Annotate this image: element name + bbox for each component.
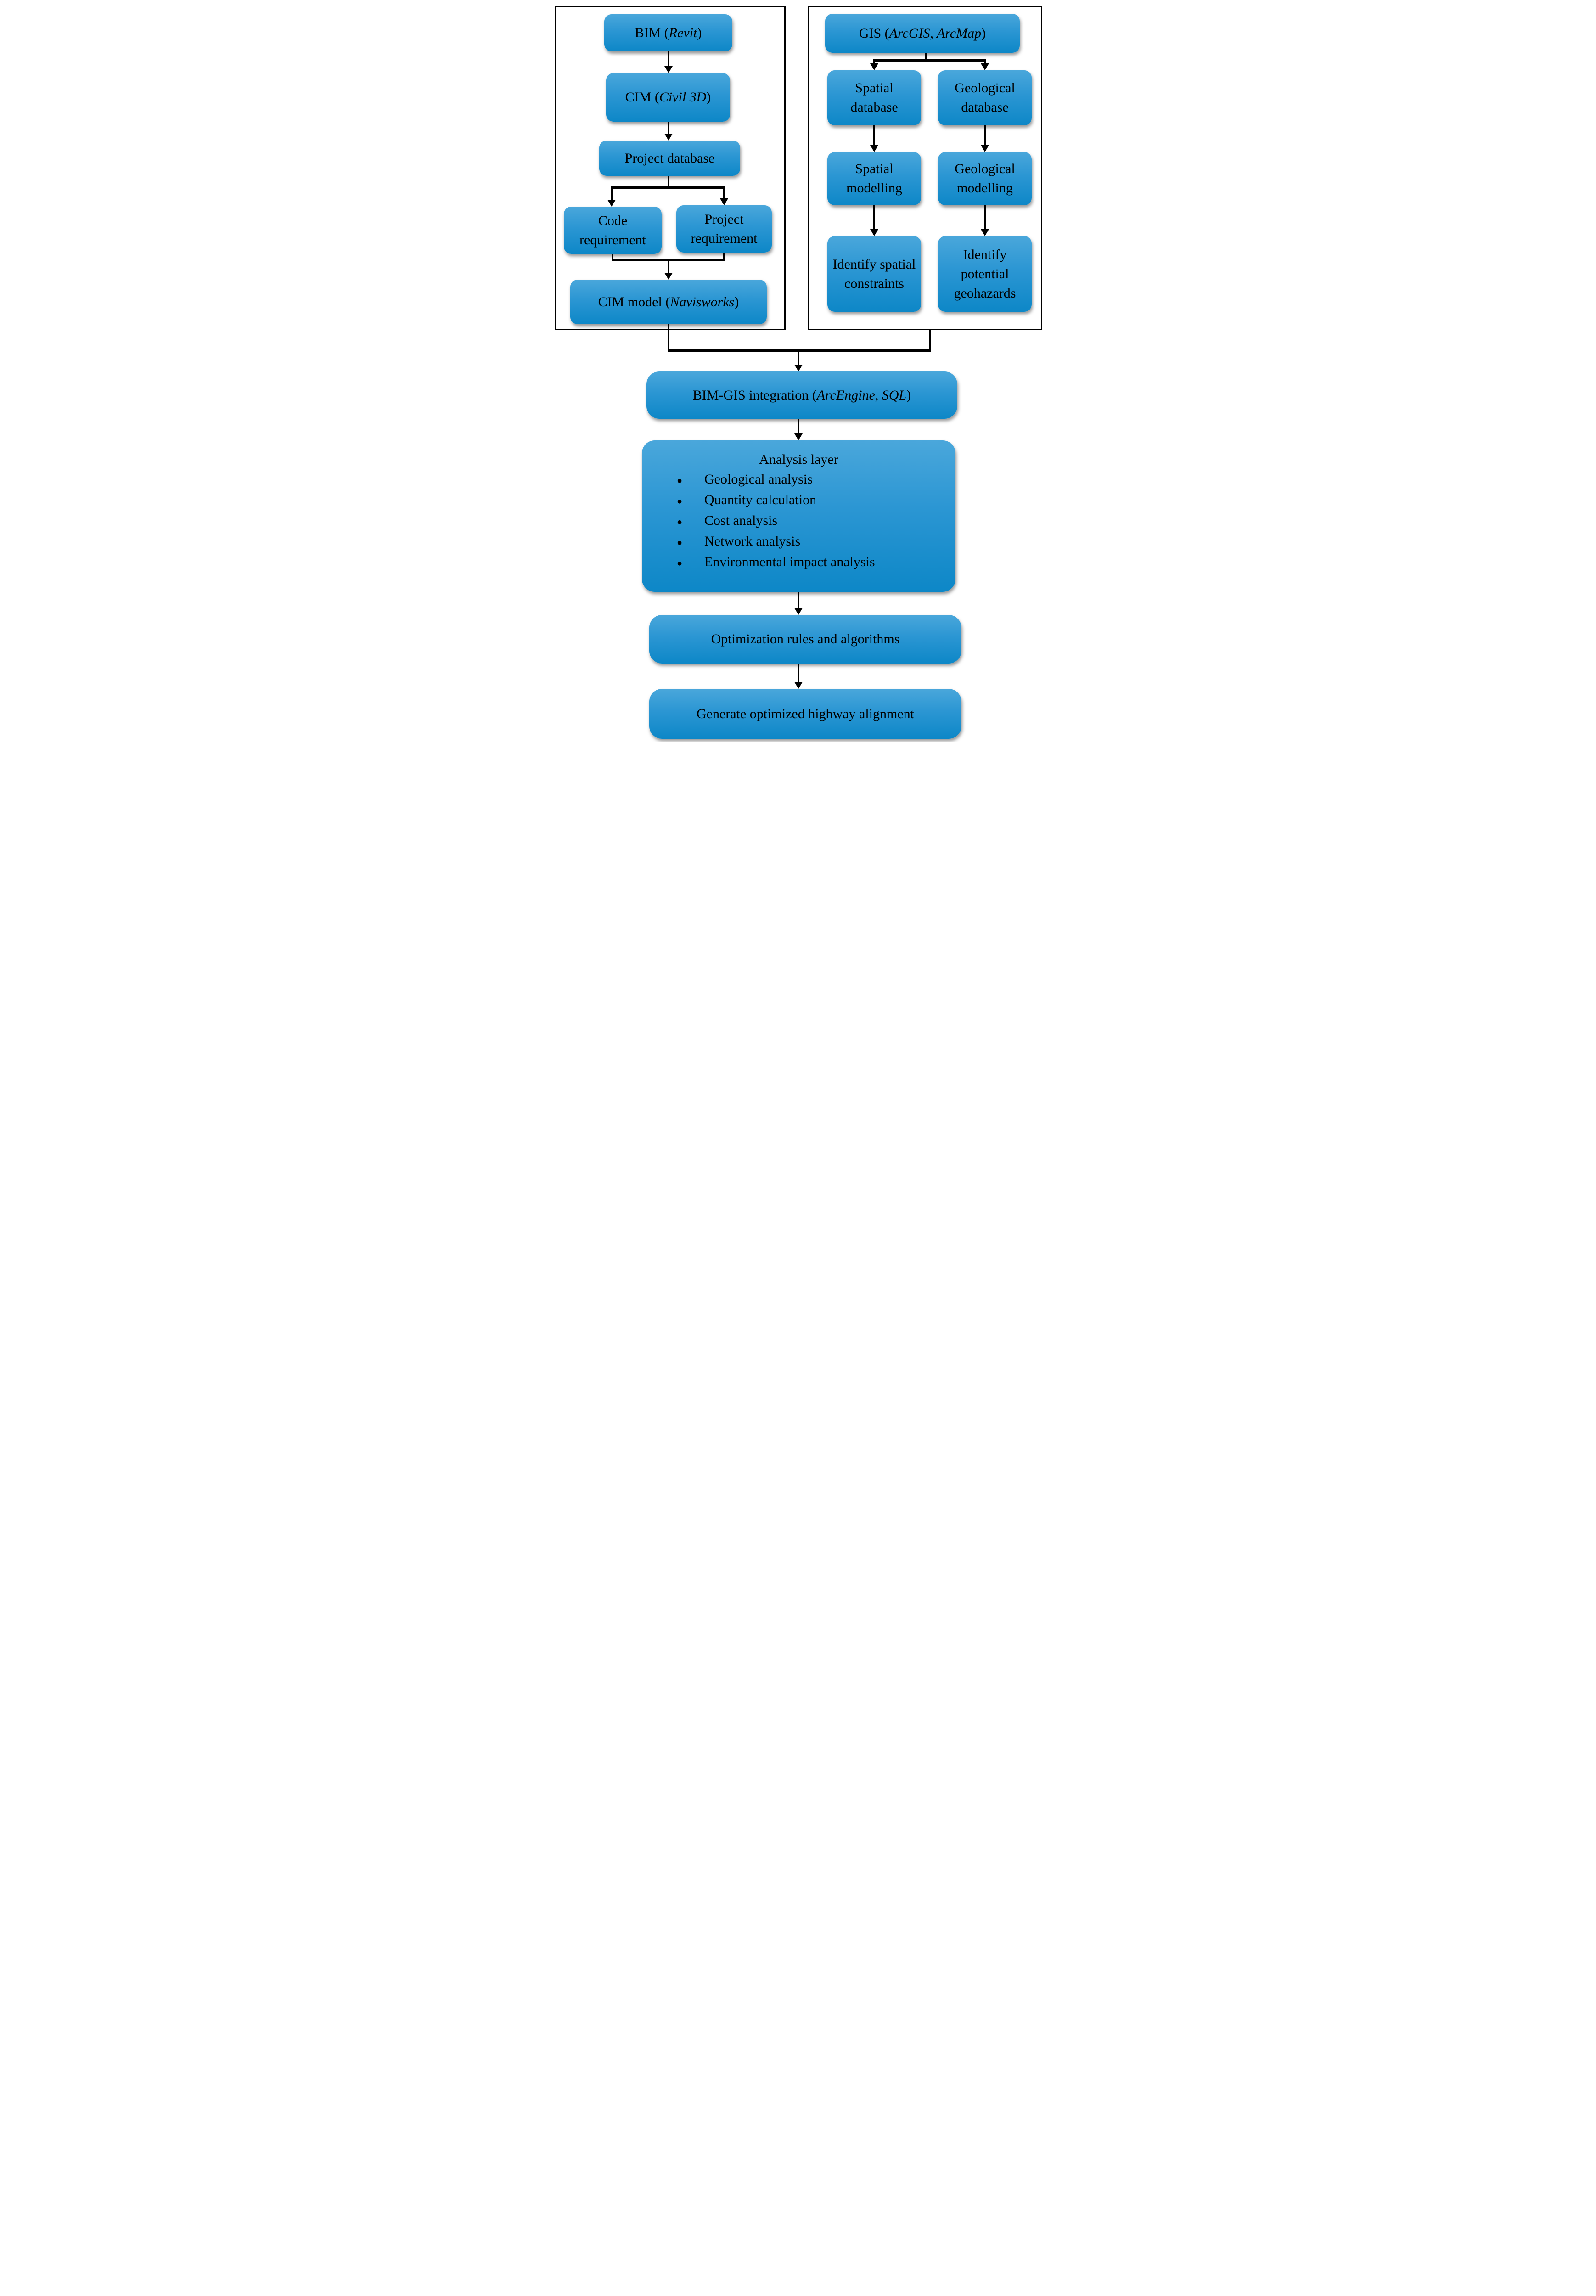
analysis-item-label: Quantity calculation [704,492,817,507]
arrow-to-spatial-modelling-line [873,125,875,146]
split-horizontal-line [611,186,725,189]
merge-right-stub-line [723,253,725,261]
identify-spatial-constraints-label: Identify spatial constraints [832,256,916,291]
gis-split-horizontal-line [873,59,986,62]
arrow-bim-to-cim-line [668,51,669,67]
arrow-to-generate-line [798,664,799,683]
gis-box: GIS (ArcGIS, ArcMap) [825,14,1020,53]
feed-horizontal-line [668,349,931,352]
arrow-to-code-requirement-line [611,188,613,201]
arrow-to-geological-modelling-head-icon [981,145,989,152]
analysis-bullet-row: ● Cost analysis [653,511,944,532]
right-panel-feed-line [929,330,931,351]
arrow-to-geological-database-head-icon [981,63,989,70]
bim-box-label: BIM (Revit) [635,25,702,40]
analysis-item-label: Environmental impact analysis [704,554,875,569]
project-database-label: Project database [624,150,715,166]
arrow-to-spatial-constraints-head-icon [870,229,878,236]
arrow-to-geohazards-head-icon [981,229,989,236]
geological-modelling-label: Geological modelling [955,161,1015,196]
arrow-to-integration-head-icon [794,365,803,371]
spatial-modelling-label: Spatial modelling [846,161,902,196]
arrow-to-project-requirement-line [723,188,725,199]
gis-box-label: GIS (ArcGIS, ArcMap) [859,25,986,41]
project-requirement-box: Project requirement [676,205,772,253]
analysis-item-label: Cost analysis [704,513,778,528]
project-requirement-label: Project requirement [691,211,758,246]
bullet-icon: ● [677,476,683,486]
arrow-to-generate-head-icon [794,682,803,689]
arrow-to-analysis-head-icon [794,433,803,440]
gis-split-stem-line [925,53,927,62]
geological-database-box: Geological database [938,70,1032,125]
arrow-to-cim-model-head-icon [664,273,673,280]
arrow-to-analysis-line [798,419,799,435]
generate-alignment-box: Generate optimized highway alignment [649,689,961,739]
arrow-cim-to-projdb-head-icon [664,134,673,141]
arrow-to-project-requirement-head-icon [720,198,728,205]
merge-left-stub-line [612,254,613,261]
code-requirement-label: Code requirement [579,213,646,248]
analysis-bullet-row: ● Environmental impact analysis [653,552,944,573]
analysis-bullet-row: ● Geological analysis [653,470,944,490]
bim-gis-integration-label: BIM-GIS integration (ArcEngine, SQL) [692,387,911,403]
identify-spatial-constraints-box: Identify spatial constraints [827,236,921,312]
bullet-icon: ● [677,496,683,506]
arrow-to-optimization-line [798,592,799,609]
merge-horizontal-line [612,259,725,261]
identify-potential-geohazards-label: Identify potential geohazards [954,247,1016,301]
spatial-database-label: Spatial database [850,80,898,115]
flowchart-diagram: BIM (Revit) CIM (Civil 3D) Project datab… [549,0,1047,742]
bullet-icon: ● [677,538,683,548]
bim-panel-border [555,6,786,330]
spatial-modelling-box: Spatial modelling [827,152,921,205]
arrow-to-spatial-database-line [873,61,875,65]
arrow-to-geohazards-line [984,205,986,230]
cim-model-label: CIM model (Navisworks) [598,294,739,310]
optimization-label: Optimization rules and algorithms [711,631,900,647]
code-requirement-box: Code requirement [564,207,662,254]
bullet-icon: ● [677,517,683,527]
analysis-layer-title: Analysis layer [759,452,838,467]
arrow-to-optimization-head-icon [794,608,803,615]
arrow-cim-to-projdb-line [668,122,669,135]
spatial-database-box: Spatial database [827,70,921,125]
analysis-bullet-row: ● Network analysis [653,532,944,552]
analysis-item-label: Geological analysis [704,472,813,487]
bullet-icon: ● [677,558,683,568]
arrow-to-spatial-database-head-icon [870,63,878,70]
analysis-bullet-row: ● Quantity calculation [653,490,944,511]
left-panel-feed-line [668,324,669,351]
cim-box-label: CIM (Civil 3D) [625,90,711,105]
analysis-item-label: Network analysis [704,534,801,549]
analysis-layer-box: Analysis layer ● Geological analysis ● Qua… [642,440,955,592]
gis-panel-border [808,6,1042,330]
arrow-to-code-requirement-head-icon [607,200,616,207]
arrow-to-geological-database-line [984,61,986,65]
project-database-box: Project database [599,141,740,176]
split-stem-line [668,176,669,188]
bim-box: BIM (Revit) [604,14,732,51]
arrow-to-cim-model-line [668,261,669,274]
cim-model-box: CIM model (Navisworks) [570,280,767,324]
geological-modelling-box: Geological modelling [938,152,1032,205]
generate-alignment-label: Generate optimized highway alignment [696,706,914,721]
arrow-to-spatial-modelling-head-icon [870,145,878,152]
arrow-to-geological-modelling-line [984,125,986,146]
identify-potential-geohazards-box: Identify potential geohazards [938,236,1032,312]
bim-gis-integration-box: BIM-GIS integration (ArcEngine, SQL) [646,371,957,419]
cim-box: CIM (Civil 3D) [606,73,730,122]
arrow-to-integration-line [798,351,799,366]
geological-database-label: Geological database [955,80,1015,115]
optimization-box: Optimization rules and algorithms [649,615,961,664]
arrow-bim-to-cim-head-icon [664,66,673,73]
arrow-to-spatial-constraints-line [873,205,875,230]
